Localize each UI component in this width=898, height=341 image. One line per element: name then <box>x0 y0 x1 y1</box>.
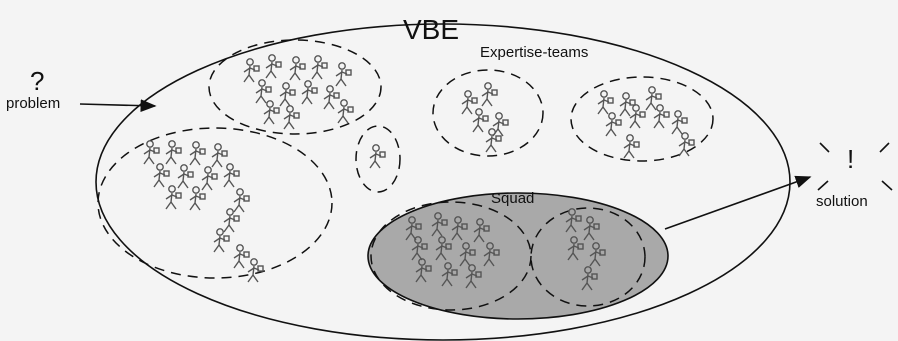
exclamation-mark: ! <box>847 144 854 175</box>
person-icon <box>266 55 281 78</box>
person-icon <box>630 105 645 128</box>
person-icon <box>370 145 385 168</box>
problem-label: problem <box>6 95 60 112</box>
person-icon <box>654 105 669 128</box>
vbe-label: VBE <box>403 14 459 46</box>
person-icon <box>624 135 639 158</box>
person-icon <box>224 209 239 232</box>
expertise-team-ellipse-2 <box>571 77 713 161</box>
person-icon <box>598 91 613 114</box>
expertise-teams-label: Expertise-teams <box>480 44 588 61</box>
person-icon <box>234 245 249 268</box>
person-icon <box>166 186 181 209</box>
person-icon <box>264 101 279 124</box>
person-icon <box>178 165 193 188</box>
person-icon <box>679 133 694 156</box>
person-icon <box>154 164 169 187</box>
person-icon <box>234 189 249 212</box>
person-icon <box>280 83 295 106</box>
person-icon <box>338 100 353 123</box>
person-icon <box>482 83 497 106</box>
person-icon <box>646 87 661 110</box>
solution-arrow-icon <box>665 177 810 229</box>
person-icon <box>620 93 635 116</box>
person-icon <box>324 86 339 109</box>
person-icon <box>214 229 229 252</box>
person-icon <box>212 144 227 167</box>
person-icon <box>190 142 205 165</box>
person-icon <box>244 59 259 82</box>
person-icon <box>190 187 205 210</box>
person-icon <box>462 91 477 114</box>
person-icon <box>144 141 159 164</box>
person-icon <box>166 141 181 164</box>
question-mark: ? <box>30 66 44 97</box>
person-icon <box>312 56 327 79</box>
person-icon <box>302 81 317 104</box>
person-icon <box>248 259 263 282</box>
squad-ellipse <box>368 193 668 319</box>
person-icon <box>284 106 299 129</box>
solution-label: solution <box>816 193 868 210</box>
team-ellipse-top <box>209 40 381 134</box>
team-ellipse-single <box>356 126 400 192</box>
team-ellipse-left <box>98 128 332 278</box>
person-icon <box>202 167 217 190</box>
person-icon <box>606 113 621 136</box>
problem-arrow-icon <box>80 104 155 106</box>
squad-label: Squad <box>491 190 534 207</box>
solution-burst-icon <box>818 143 892 190</box>
person-icon <box>486 129 501 152</box>
person-icon <box>290 57 305 80</box>
person-icon <box>336 63 351 86</box>
person-icon <box>256 80 271 103</box>
person-icon <box>224 164 239 187</box>
person-icon <box>473 109 488 132</box>
person-icon <box>672 111 687 134</box>
